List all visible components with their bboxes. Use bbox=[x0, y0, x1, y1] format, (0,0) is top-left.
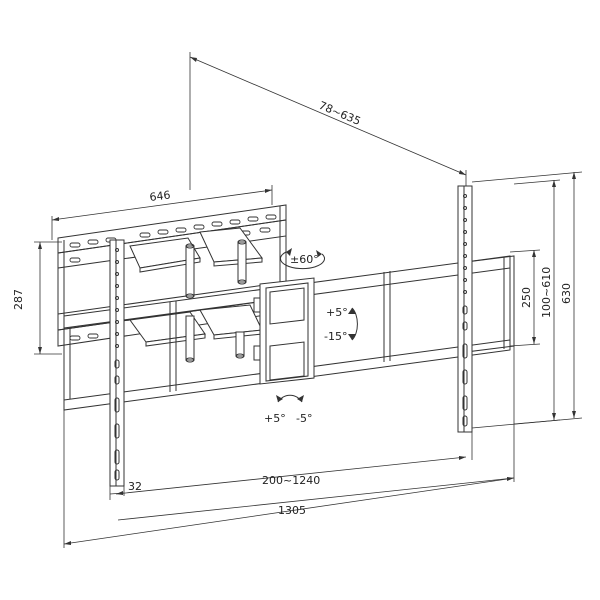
vertical-adjust-label: 250 bbox=[520, 287, 533, 308]
wall-plate-height-dimension bbox=[34, 241, 62, 355]
tv-bracket-width-label: 200~1240 bbox=[262, 474, 320, 487]
tilt-up-label: +5° bbox=[326, 306, 348, 319]
vertical-range-label: 100~610 bbox=[540, 267, 553, 318]
left-vertical-arm bbox=[109, 239, 125, 487]
total-width-label: 1305 bbox=[278, 504, 306, 517]
arm-extension-label: 78~635 bbox=[317, 99, 363, 128]
swivel-arrow bbox=[280, 248, 325, 270]
arm-extension-dimension bbox=[189, 52, 467, 190]
articulating-arms bbox=[129, 227, 263, 363]
vertical-dimensions bbox=[471, 171, 583, 429]
roll-minus-label: -5° bbox=[296, 412, 312, 425]
right-vertical-arm bbox=[457, 185, 473, 433]
wall-plate-width-dimension bbox=[51, 185, 273, 240]
roll-arrow bbox=[276, 394, 304, 403]
bottom-dimensions bbox=[63, 346, 515, 548]
roll-plus-label: +5° bbox=[264, 412, 286, 425]
wall-plate-height-label: 287 bbox=[12, 289, 25, 310]
total-height-label: 630 bbox=[560, 283, 573, 304]
rail-width-label: 32 bbox=[128, 480, 142, 493]
wall-plate-width-label: 646 bbox=[149, 189, 171, 204]
center-bracket-plate bbox=[253, 277, 315, 385]
swivel-angle-label: ±60° bbox=[290, 253, 319, 266]
tilt-down-label: -15° bbox=[324, 330, 347, 343]
tilt-arrow bbox=[348, 307, 358, 341]
